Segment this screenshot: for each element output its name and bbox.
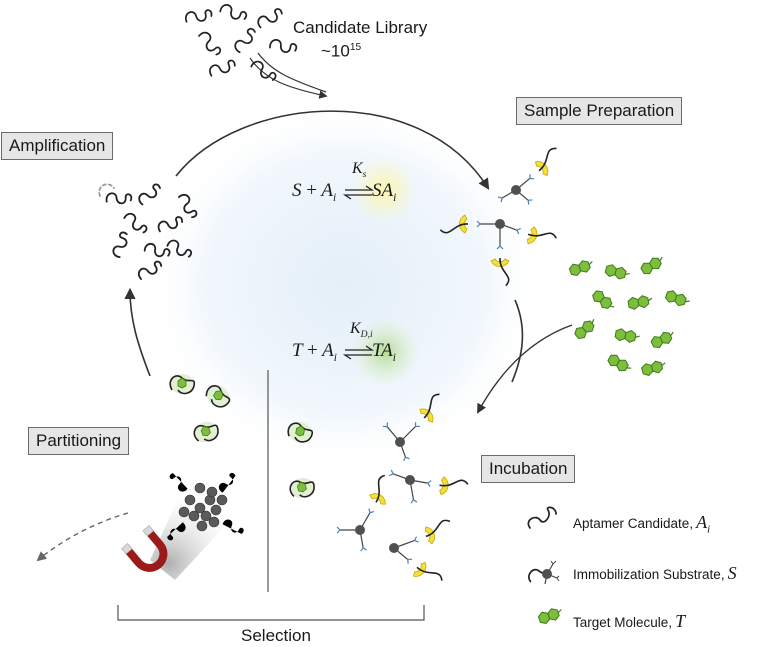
- captured-substrate-cluster: [167, 472, 244, 541]
- immobilization-substrates: [336, 147, 557, 581]
- substrate-star: [388, 469, 469, 504]
- amplified-aptamer: [112, 231, 128, 259]
- magnet-icon: [121, 525, 168, 572]
- captured-bead: [216, 494, 228, 506]
- library-aptamer: [234, 27, 256, 54]
- target-molecule: [650, 331, 674, 349]
- library-aptamer: [209, 59, 236, 77]
- library-aptamer: [184, 9, 213, 23]
- stage-sample-preparation: Sample Preparation: [516, 97, 683, 125]
- library-aptamer: [219, 4, 248, 20]
- library-aptamer: [198, 31, 222, 56]
- captured-bead: [194, 482, 206, 494]
- captured-bead: [206, 486, 218, 498]
- selection-label: Selection: [241, 626, 311, 645]
- captured-aptamer: [169, 473, 188, 492]
- eq1-lhs: S + Ai: [292, 180, 337, 204]
- target-input-arrow: [477, 324, 573, 414]
- target-molecule: [568, 260, 593, 277]
- captured-aptamer: [167, 522, 186, 541]
- selection-bracket: [117, 605, 425, 621]
- substrate-star: [336, 474, 386, 552]
- target-molecule: [604, 264, 630, 280]
- amplified-aptamer: [178, 193, 198, 219]
- substrate-star: [382, 393, 440, 462]
- amplified-aptamer: [137, 260, 163, 280]
- eq1-arrows: [342, 185, 375, 200]
- amplified-aptamer: [138, 183, 161, 206]
- target-molecule: [574, 319, 595, 340]
- captured-bead: [188, 510, 200, 522]
- target-molecule: [640, 256, 663, 275]
- cycle-arc-left: [124, 287, 151, 377]
- stage-amplification: Amplification: [1, 132, 114, 160]
- amplified-aptamer: [143, 242, 171, 258]
- aptamer-target-complex: [287, 421, 314, 443]
- aptamer-target-complex: [193, 421, 219, 443]
- eq1-rate-constant: Ks: [352, 160, 367, 181]
- sa-complex-glow: [352, 158, 416, 222]
- captured-aptamer: [222, 519, 244, 534]
- stage-partitioning: Partitioning: [28, 427, 130, 455]
- legend-item-target: Target Molecule,T: [573, 611, 686, 631]
- legend-item-aptamer: Aptamer Candidate,Ai: [573, 512, 711, 536]
- captured-aptamer: [218, 472, 236, 493]
- substrate-star: [439, 214, 557, 287]
- eq2-rate-constant: KD,i: [350, 320, 373, 341]
- amplified-aptamer: [105, 192, 133, 205]
- library-title-line2: ~1015: [321, 41, 362, 61]
- amplified-aptamer: [166, 239, 193, 258]
- substrate-star: [389, 519, 451, 581]
- cycle-arc-top: [175, 110, 490, 190]
- captured-bead: [178, 506, 190, 518]
- target-molecule: [627, 295, 653, 310]
- target-molecule: [641, 360, 666, 376]
- legend-item-substrate: Immobilization Substrate,S: [573, 563, 737, 583]
- eq2-arrows: [342, 345, 375, 360]
- library-aptamer: [269, 39, 298, 53]
- background-glow: [145, 100, 545, 470]
- captured-bead: [210, 504, 222, 516]
- candidate-library-icons: [184, 4, 298, 81]
- cycle-arc-right: [511, 299, 524, 383]
- library-aptamer: [250, 60, 277, 81]
- target-molecule: [592, 290, 615, 309]
- legend-substrate-icon: [528, 560, 560, 585]
- captured-bead: [200, 510, 212, 522]
- library-aptamer: [257, 8, 283, 29]
- aptamer-target-complex: [205, 385, 231, 408]
- aptamer-target-complex: [289, 477, 315, 499]
- discard-arrow: [36, 512, 129, 562]
- ta-complex-glow: [351, 318, 419, 386]
- library-arrow: [249, 57, 328, 99]
- target-molecule: [664, 290, 690, 307]
- eq2-lhs: T + Ai: [292, 340, 337, 364]
- eq2-product: TAi: [372, 340, 396, 364]
- target-molecule: [614, 328, 640, 343]
- legend-aptamer-icon: [527, 506, 557, 529]
- substrate-star: [497, 147, 557, 205]
- target-molecules: [568, 256, 690, 376]
- captured-bead: [194, 502, 206, 514]
- magnet-beam: [150, 495, 240, 580]
- eq1-product: SAi: [372, 180, 397, 204]
- captured-bead: [196, 520, 208, 532]
- stage-incubation: Incubation: [481, 455, 576, 483]
- aptamer-target-complexes: [169, 374, 315, 499]
- library-title-line1: Candidate Library: [293, 18, 428, 37]
- library-title: Candidate Library ~1015: [293, 18, 427, 62]
- legend-target-icon: [537, 608, 562, 625]
- amplified-aptamer: [157, 216, 183, 233]
- faded-aptamer: [98, 183, 115, 197]
- captured-bead: [208, 516, 220, 528]
- target-molecule: [607, 354, 632, 372]
- aptamer-target-complex: [169, 374, 196, 395]
- captured-bead: [184, 494, 196, 506]
- amplified-aptamers-icons: [98, 183, 198, 280]
- amplified-aptamer: [123, 212, 148, 234]
